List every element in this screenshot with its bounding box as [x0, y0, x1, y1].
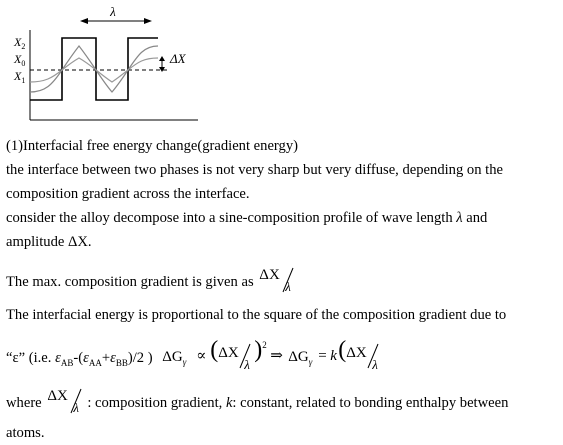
amplitude-arrow-bottom-head — [159, 67, 165, 72]
paragraph-4: The interfacial energy is proportional t… — [6, 307, 507, 323]
paragraph-7: atoms. — [6, 425, 45, 441]
sine-profile-small — [29, 57, 159, 83]
x2-label: X2 — [13, 35, 25, 51]
paragraph-2-line-1: consider the alloy decompose into a sine… — [6, 210, 488, 226]
amplitude-label: ΔX — [169, 51, 187, 66]
paragraph-5: “ε” (i.e. εAB-(εAA+εBB)/2 ) ΔGγ ∝ ( ΔX λ… — [6, 337, 386, 374]
composition-profile-figure: λ X2 X0 X1 ΔX — [0, 0, 563, 130]
amplitude-arrow-top-head — [159, 56, 165, 61]
wavelength-arrow-right-head — [144, 18, 152, 24]
paragraph-1-line-1: the interface between two phases is not … — [6, 162, 503, 178]
x1-label: X1 — [13, 69, 25, 85]
paragraph-3: The max. composition gradient is given a… — [6, 266, 299, 296]
paragraph-2-line-2: amplitude ΔX. — [6, 234, 92, 250]
heading: (1)Interfacial free energy change(gradie… — [6, 138, 298, 154]
paragraph-1-line-2: composition gradient across the interfac… — [6, 186, 250, 202]
x0-label: X0 — [13, 52, 25, 68]
gradient-energy-formula: ΔGγ ∝ ( ΔX λ ) 2 ⇒ ΔGγ = k ( ΔX λ — [162, 337, 379, 372]
composition-profile-diagram: λ X2 X0 X1 ΔX — [13, 4, 198, 121]
wavelength-label: λ — [109, 4, 116, 19]
wavelength-arrow-left-head — [80, 18, 88, 24]
